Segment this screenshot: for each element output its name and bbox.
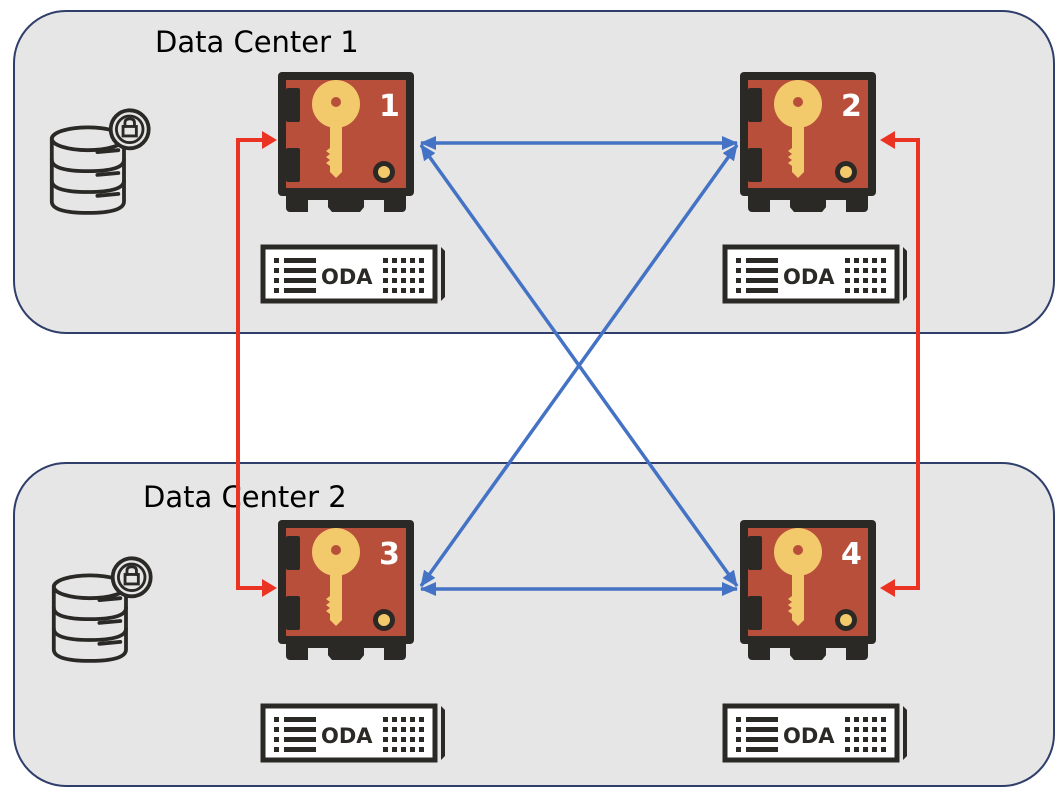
oda-label: ODA xyxy=(321,724,373,748)
oda-label: ODA xyxy=(321,265,373,289)
arrowhead-to-safe-1 xyxy=(262,131,277,149)
keystore-1: 1 xyxy=(278,72,414,212)
replication-links-blue xyxy=(419,136,739,596)
oda-label: ODA xyxy=(783,724,835,748)
keystore-3: 3 xyxy=(278,520,414,660)
keystore-2: 2 xyxy=(740,72,876,212)
keystore-number: 3 xyxy=(379,537,400,572)
oda-appliance-2: ODA xyxy=(725,247,907,301)
arrowhead-to-safe-4 xyxy=(880,579,895,597)
oda-appliance-4: ODA xyxy=(725,706,907,760)
datacenter-2-title: Data Center 2 xyxy=(143,480,347,514)
oda-label: ODA xyxy=(783,265,835,289)
datacenter-1-title: Data Center 1 xyxy=(155,25,359,59)
arrowhead-to-safe-2 xyxy=(880,131,895,149)
keystore-4: 4 xyxy=(740,520,876,660)
link-2-4 xyxy=(888,138,920,590)
keystore-number: 1 xyxy=(379,89,400,124)
link-1-3 xyxy=(236,138,268,590)
oda-appliance-1: ODA xyxy=(263,247,445,301)
keystore-number: 2 xyxy=(841,89,862,124)
link-2-3 xyxy=(419,143,739,588)
keystore-number: 4 xyxy=(841,537,862,572)
arrowhead-to-safe-3 xyxy=(262,579,277,597)
replication-links-red xyxy=(236,131,920,597)
oda-appliance-3: ODA xyxy=(263,706,445,760)
